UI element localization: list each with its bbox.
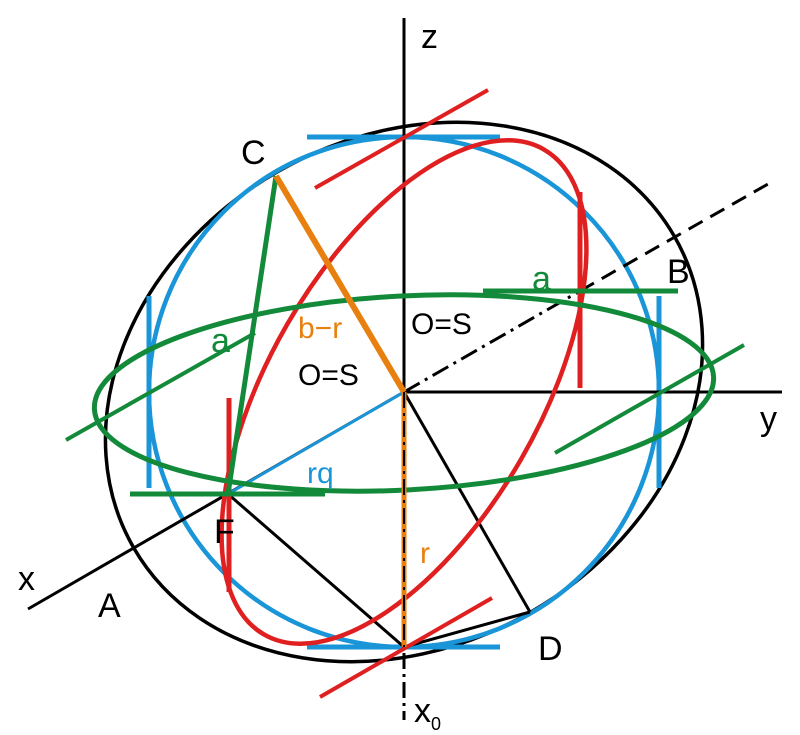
label-a-left: a [211,322,230,360]
label-b-minus-r: b−r [298,312,342,345]
label-x0-sub: 0 [431,714,441,734]
b-minus-r-segment [273,174,407,394]
line-bottom-to-D [403,610,531,649]
label-A: A [98,587,121,625]
green-line-F-to-C [225,175,279,495]
label-D: D [538,630,563,668]
label-r: r [420,537,430,570]
label-a-right: a [532,260,551,298]
label-rq: rq [307,457,334,490]
red-tangent-bottom [319,596,493,699]
red-tangent-top [314,88,489,190]
label-x: x [18,560,35,598]
green-ellipse [91,292,717,494]
label-os-upper: O=S [411,308,472,341]
red-ellipse [219,138,589,646]
label-os-lower: O=S [298,359,359,392]
rq-segment [227,390,405,496]
dashed-axis-solid-part [403,289,581,394]
dashed-axis-dashed-part [579,182,769,293]
green-diagonal-left [65,331,256,442]
label-y: y [760,400,777,438]
label-F: F [214,513,235,551]
label-x0: x0 [414,692,441,734]
label-B: B [667,253,690,291]
label-C: C [241,134,266,172]
green-diagonal-right [554,343,745,455]
label-z: z [421,18,438,56]
line-F-to-bottom [227,492,405,649]
line-center-to-D [402,391,532,613]
label-x0-main: x [414,692,431,730]
